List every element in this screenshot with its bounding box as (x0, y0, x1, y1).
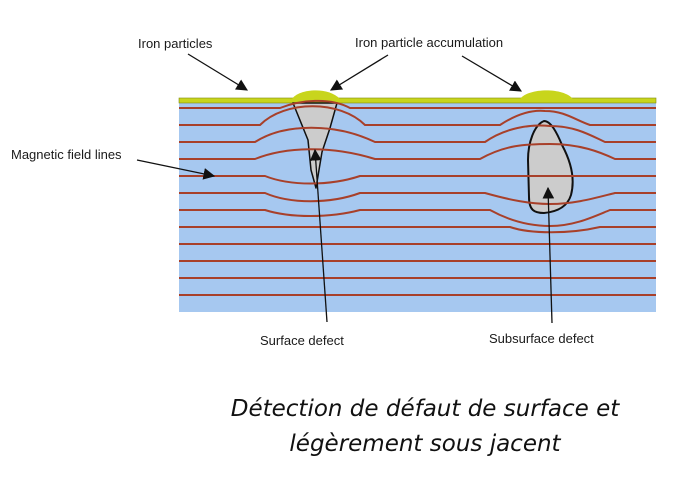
caption: Détection de défaut de surface et légère… (140, 392, 688, 462)
label-magnetic-field-lines: Magnetic field lines (11, 147, 122, 162)
label-iron-particles: Iron particles (138, 36, 213, 51)
annotation-arrows (136, 53, 555, 324)
arrow-subsurface-defect (542, 186, 555, 324)
surface-defect-shape (292, 102, 338, 189)
field-line (179, 175, 656, 185)
field-line (179, 209, 656, 228)
field-line (179, 105, 656, 126)
arrow-accumulation-subsurface (461, 55, 523, 92)
field-line (179, 99, 656, 109)
particle-accumulation-subsurface (520, 90, 573, 99)
arrow-accumulation-surface (330, 54, 389, 91)
caption-line-1: Détection de défaut de surface et (230, 396, 620, 422)
field-lines (179, 99, 656, 296)
arrow-iron-particles (187, 53, 248, 91)
particle-accumulation-surface (292, 90, 340, 99)
field-line (179, 142, 656, 160)
label-surface-defect: Surface defect (260, 333, 344, 348)
label-subsurface-defect: Subsurface defect (489, 331, 594, 346)
caption-line-2: légèrement sous jacent (289, 431, 561, 457)
field-line (179, 226, 656, 234)
field-line (179, 124, 656, 143)
arrow-surface-defect (309, 148, 328, 323)
label-iron-particle-accumulation: Iron particle accumulation (355, 35, 503, 50)
field-line (179, 192, 656, 206)
iron-particle-layer (178, 97, 657, 104)
arrow-magnetic-field-lines (136, 159, 216, 180)
